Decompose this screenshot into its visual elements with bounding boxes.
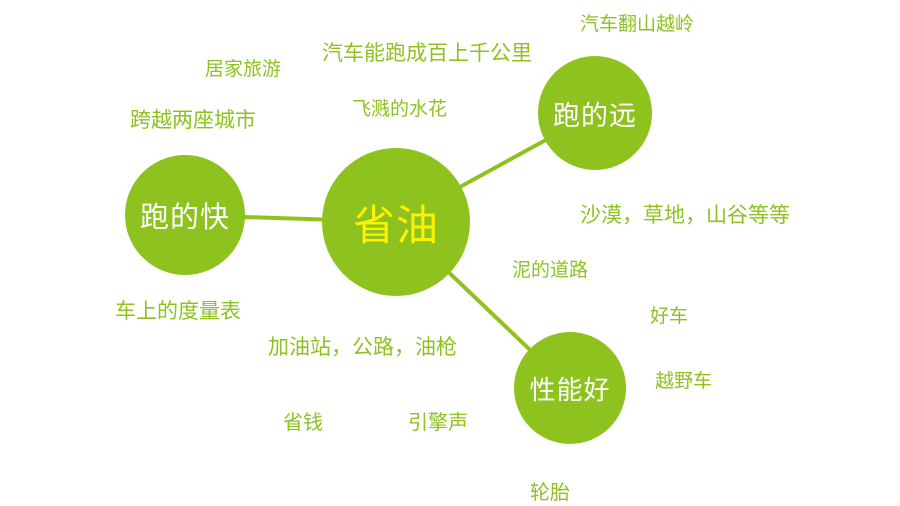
keyword-splashing-water[interactable]: 飞溅的水花 (352, 98, 448, 120)
keyword-crossing-two-cities[interactable]: 跨越两座城市 (130, 108, 256, 132)
keyword-muddy-road[interactable]: 泥的道路 (512, 259, 589, 281)
keyword-save-money[interactable]: 省钱 (283, 410, 323, 434)
keyword-mountain-crossing[interactable]: 汽车翻山越岭 (580, 13, 695, 35)
node-runs-fast[interactable]: 跑的快 (125, 155, 245, 275)
node-runs-fast-label: 跑的快 (139, 200, 230, 234)
keyword-gas-station-road-nozzle[interactable]: 加油站，公路，油枪 (268, 335, 457, 359)
node-center-fuel-saving[interactable]: 省油 (322, 148, 470, 296)
node-runs-far[interactable]: 跑的远 (538, 56, 652, 170)
keyword-desert-grass-valley[interactable]: 沙漠，草地，山谷等等 (580, 203, 790, 227)
node-good-performance-label: 性能好 (529, 375, 611, 406)
node-good-performance[interactable]: 性能好 (514, 332, 626, 444)
keyword-hundreds-thousands-km[interactable]: 汽车能跑成百上千公里 (322, 41, 532, 65)
node-center-label: 省油 (352, 200, 439, 250)
keyword-car-gauge[interactable]: 车上的度量表 (115, 299, 241, 323)
keyword-home-travel[interactable]: 居家旅游 (205, 58, 282, 80)
keyword-tires[interactable]: 轮胎 (530, 480, 570, 504)
node-runs-far-label: 跑的远 (553, 100, 637, 132)
keyword-engine-sound[interactable]: 引擎声 (408, 410, 468, 434)
keyword-good-car[interactable]: 好车 (650, 305, 689, 327)
keyword-offroad-vehicle[interactable]: 越野车 (655, 370, 713, 392)
